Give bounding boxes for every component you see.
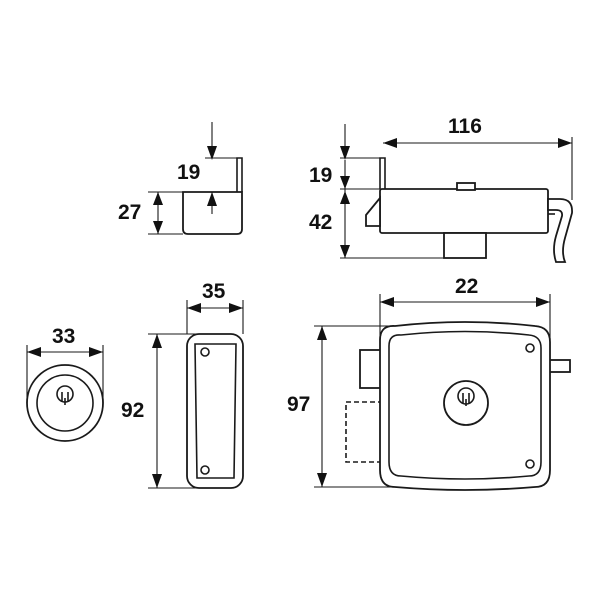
lock-top-view: 116 19 42 xyxy=(309,115,573,263)
arrow-head xyxy=(89,347,103,357)
cover-tab xyxy=(236,157,243,192)
dim-label-cover-depth: 27 xyxy=(118,201,141,224)
lock-top-nub xyxy=(456,182,476,191)
arrow-head xyxy=(340,191,350,204)
arrow-head xyxy=(207,192,217,206)
dim-label-lock-width: 116 xyxy=(448,115,482,138)
screw-icon xyxy=(200,347,210,357)
arrow-head xyxy=(558,138,572,148)
screw-icon xyxy=(525,343,535,353)
bolt-right xyxy=(547,359,571,373)
arrow-head xyxy=(383,138,397,148)
dim-label-lock-top-height: 19 xyxy=(309,164,332,187)
arrow-head xyxy=(229,303,243,313)
arrow-head xyxy=(187,303,201,313)
dim-label-front-height: 97 xyxy=(287,393,310,416)
arrow-head xyxy=(207,146,217,160)
arrow-head xyxy=(340,245,350,258)
screw-icon xyxy=(525,459,535,469)
bolt-upper xyxy=(359,349,383,389)
screw-icon xyxy=(200,465,210,475)
cover-view: 19 27 xyxy=(118,122,243,235)
arrow-head xyxy=(153,192,163,205)
lock-handle-hook xyxy=(547,198,573,263)
arrow-head xyxy=(317,473,327,487)
dim-label-cylinder-diameter: 33 xyxy=(52,325,75,348)
lock-case-inner xyxy=(388,330,542,480)
rosette-inner xyxy=(36,374,94,432)
arrow-head xyxy=(380,297,394,307)
dim-label-front-width: 22 xyxy=(455,275,478,298)
lock-front-view: 22 97 xyxy=(287,275,571,491)
arrow-head xyxy=(340,146,350,160)
plate-inner xyxy=(194,343,237,479)
arrow-head xyxy=(153,221,163,234)
lock-body-outline xyxy=(379,188,549,234)
arrow-head xyxy=(536,297,550,307)
arrow-head xyxy=(152,334,162,348)
keyway-detail xyxy=(462,393,470,406)
dim-label-cover-height: 19 xyxy=(177,161,200,184)
arrow-head xyxy=(317,326,327,340)
latch-bevel xyxy=(365,195,381,227)
arrow-head xyxy=(27,347,41,357)
bolt-lower-hidden xyxy=(345,401,383,463)
dim-label-lock-body-height: 42 xyxy=(309,211,332,234)
cylinder-block xyxy=(443,232,487,259)
keyway-detail xyxy=(61,392,69,405)
plate-outer xyxy=(186,333,244,489)
cylinder-view: 33 xyxy=(26,325,104,442)
dim-label-plate-width: 35 xyxy=(202,280,226,303)
plate-view: 35 92 xyxy=(121,280,244,489)
arrow-head xyxy=(152,474,162,488)
arrow-head xyxy=(340,176,350,189)
front-plate-tab xyxy=(379,157,386,189)
dim-label-plate-height: 92 xyxy=(121,399,144,422)
